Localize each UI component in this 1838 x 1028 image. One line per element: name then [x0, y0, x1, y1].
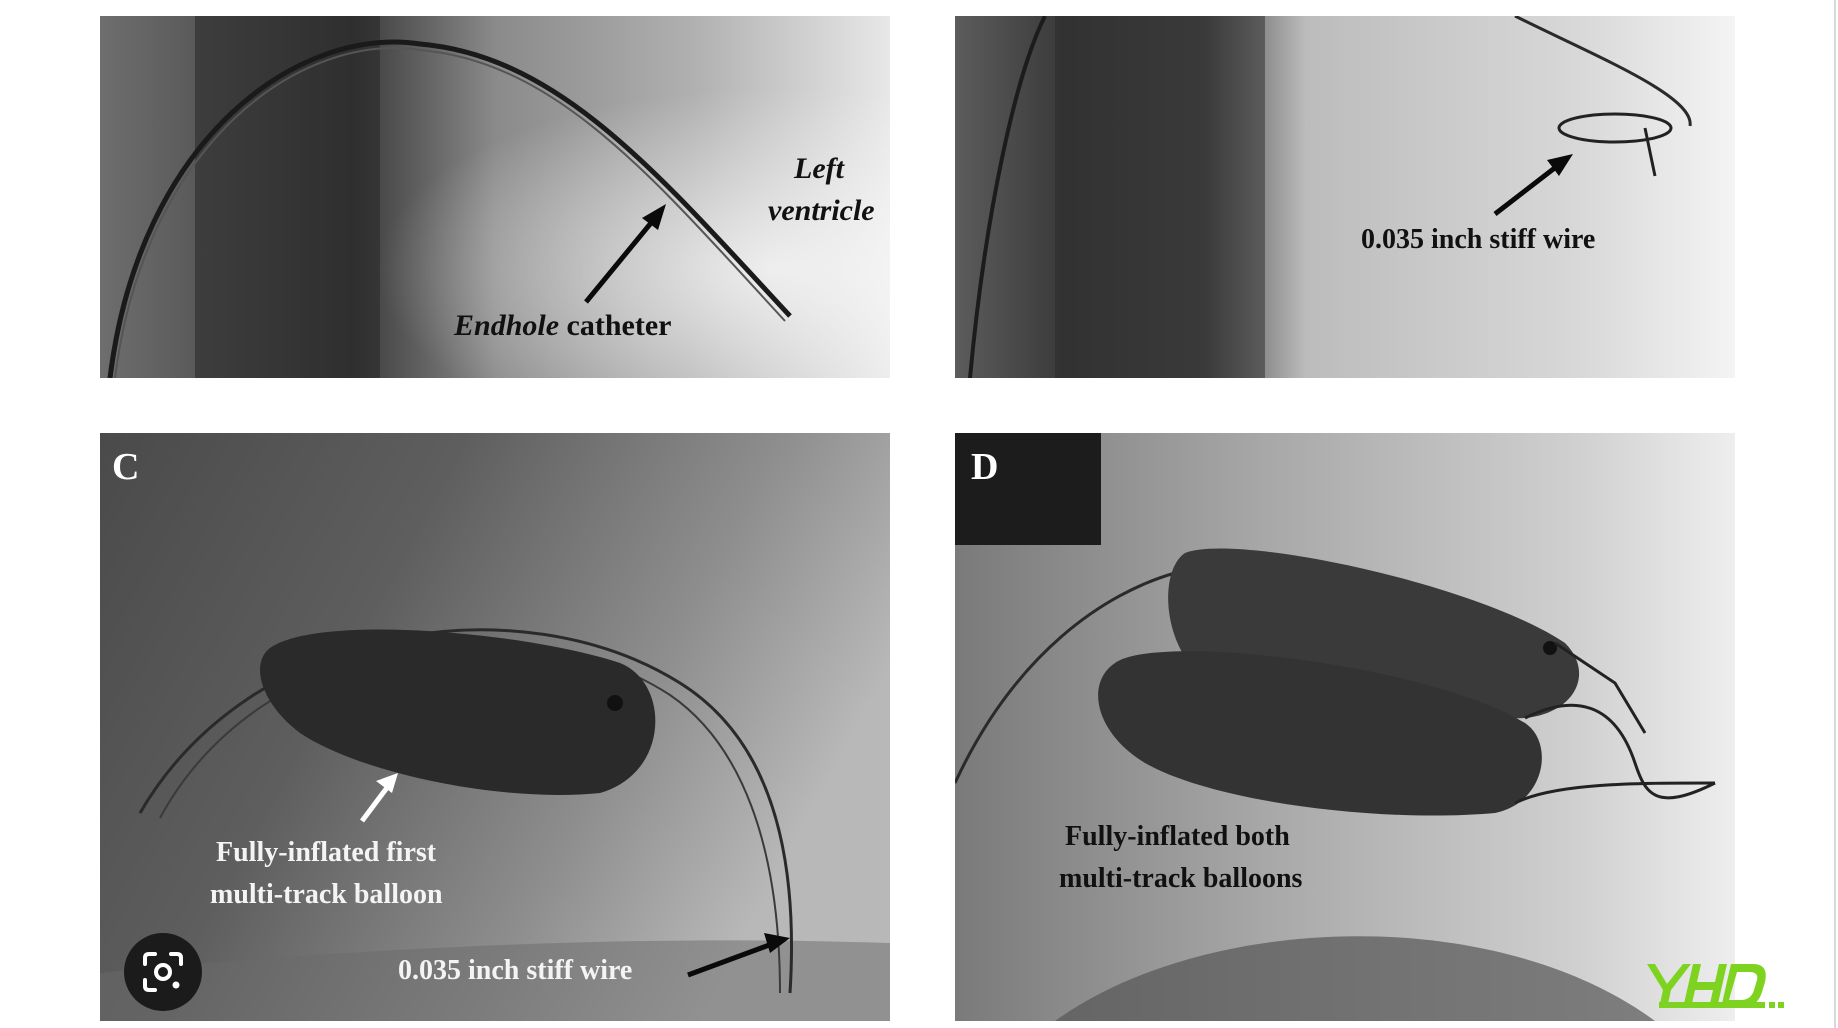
label-endhole: Endhole	[454, 309, 560, 342]
panel-c-angiogram: C Fully-inflated first multi-track ballo…	[100, 433, 890, 1021]
arrow-stiff-wire-c	[687, 938, 781, 978]
wire-loop	[1557, 112, 1673, 144]
label-balloon-c-line1: Fully-inflated first	[216, 837, 437, 868]
panel-letter-d-box	[955, 433, 1101, 545]
first-multi-track-balloon	[260, 629, 656, 795]
label-balloon-c-line2: multi-track balloon	[210, 879, 443, 910]
arrow-endhole-catheter	[584, 210, 662, 304]
label-endhole-catheter: Endhole catheter	[454, 309, 671, 343]
label-balloons-d-line2: multi-track balloons	[1059, 863, 1303, 894]
lens-search-button[interactable]	[124, 933, 202, 1011]
panel-c-image	[100, 433, 890, 1021]
panel-letter-d: D	[971, 446, 999, 488]
balloon-lower	[1098, 651, 1542, 816]
panel-a-image	[100, 16, 890, 378]
panel-d-angiogram: D Fully-inflated both multi-track balloo…	[955, 433, 1735, 1021]
label-stiff-wire-b: 0.035 inch stiff wire	[1361, 224, 1596, 255]
label-balloons-d-line1: Fully-inflated both	[1065, 821, 1290, 852]
label-catheter: catheter	[566, 309, 672, 342]
yhd-watermark-logo	[1645, 960, 1785, 1012]
google-lens-icon	[143, 952, 183, 992]
viewer-right-border	[1834, 0, 1836, 1028]
label-ventricle: ventricle	[768, 194, 875, 227]
panel-d-image	[955, 433, 1735, 1021]
panel-a-angiogram: Left ventricle Endhole catheter	[100, 16, 890, 378]
panel-b-image	[955, 16, 1735, 378]
panel-letter-c: C	[112, 446, 140, 488]
label-left: Left	[794, 152, 844, 185]
arrow-stiff-wire-b	[1493, 158, 1567, 216]
panel-b-angiogram: 0.035 inch stiff wire	[955, 16, 1735, 378]
label-stiff-wire-c: 0.035 inch stiff wire	[398, 955, 633, 986]
